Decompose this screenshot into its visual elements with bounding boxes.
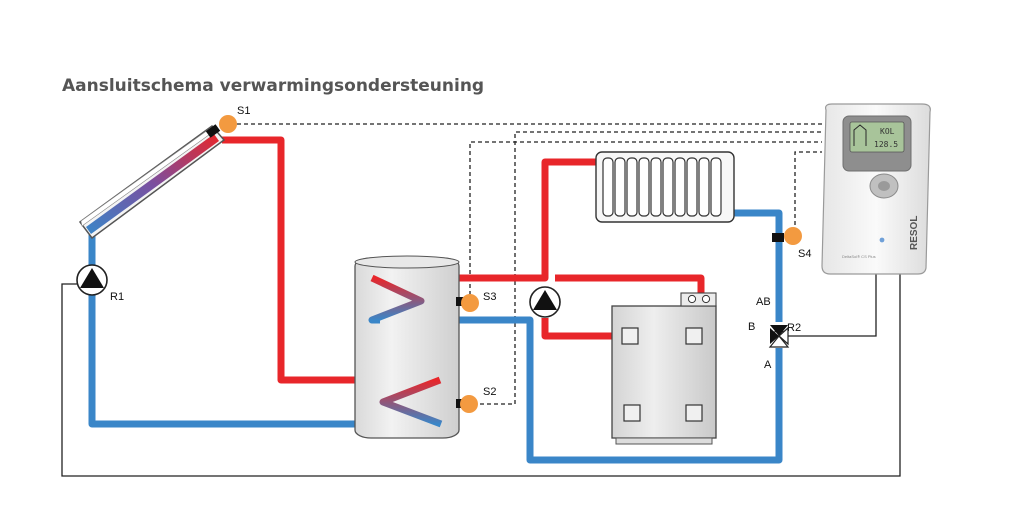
storage-tank: [354, 255, 460, 439]
label-s3: S3: [483, 291, 496, 303]
boiler: [611, 292, 717, 445]
label-ab: AB: [756, 296, 771, 308]
label-s1: S1: [237, 105, 250, 117]
status-led: [879, 237, 885, 243]
wire-r2: [787, 270, 877, 337]
display-readout-2: 128.5: [874, 140, 898, 149]
pipe-pump-boiler: [541, 318, 625, 340]
label-a: A: [764, 359, 772, 371]
pump-icon: [529, 286, 561, 318]
sensor-icon: [772, 227, 802, 245]
radiator: [595, 151, 735, 223]
sensor-icon: [456, 395, 478, 413]
controller: KOL 128.5 DeltaSol® CS Plus RESOL: [821, 103, 931, 275]
solar-collector: [78, 124, 226, 240]
pipe-solar-return: [88, 232, 441, 428]
diagram-title: Aansluitschema verwarmingsondersteuning: [62, 76, 485, 96]
tank-coil-upper: [368, 274, 425, 324]
label-s4: S4: [798, 248, 811, 260]
sensor-icon: [219, 115, 237, 133]
label-b: B: [748, 321, 755, 333]
wire-s2: [480, 131, 822, 405]
label-r2: R2: [787, 322, 801, 334]
control-wires: [61, 270, 901, 477]
tank-coil-lower: [379, 376, 443, 428]
label-r1: R1: [110, 291, 124, 303]
pipe-radiator-return: [734, 209, 783, 322]
sensor-icon: [456, 294, 479, 312]
wire-s3: [469, 141, 822, 302]
pump-icon: [76, 264, 108, 296]
controller-brand: RESOL: [909, 216, 920, 250]
wire-r1: [61, 270, 901, 477]
label-s2: S2: [483, 386, 496, 398]
pipe-valve-return: [380, 316, 783, 464]
display-readout-1: KOL: [880, 127, 895, 136]
sensor-wires: [230, 123, 822, 405]
three-way-valve-icon: [768, 324, 790, 348]
controller-model: DeltaSol® CS Plus: [842, 254, 876, 259]
wire-s4: [794, 151, 822, 232]
